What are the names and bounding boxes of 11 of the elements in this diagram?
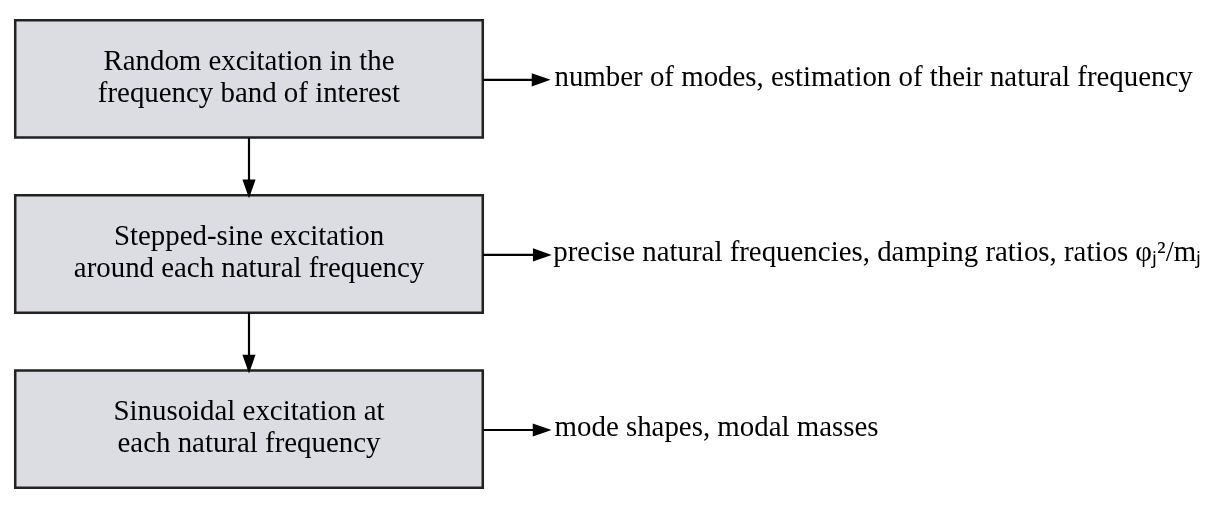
- node-box: Random excitation in the frequency band of interest: [13, 18, 485, 139]
- node-text: mode shapes, modal masses: [554, 409, 879, 442]
- node-box: Sinusoidal excitation at each natural frequency: [13, 369, 485, 490]
- arrow: [242, 137, 256, 199]
- arrow: [242, 312, 256, 374]
- node-box: Stepped-sine excitation around each natural frequency: [13, 194, 485, 314]
- node-text: number of modes, estimation of their natural frequency: [554, 59, 1193, 92]
- arrow: [483, 423, 552, 437]
- node-text: precise natural frequencies, damping ratios, ratios φⱼ²/mⱼ: [553, 234, 1202, 267]
- arrow: [483, 73, 551, 87]
- arrow: [482, 248, 552, 262]
